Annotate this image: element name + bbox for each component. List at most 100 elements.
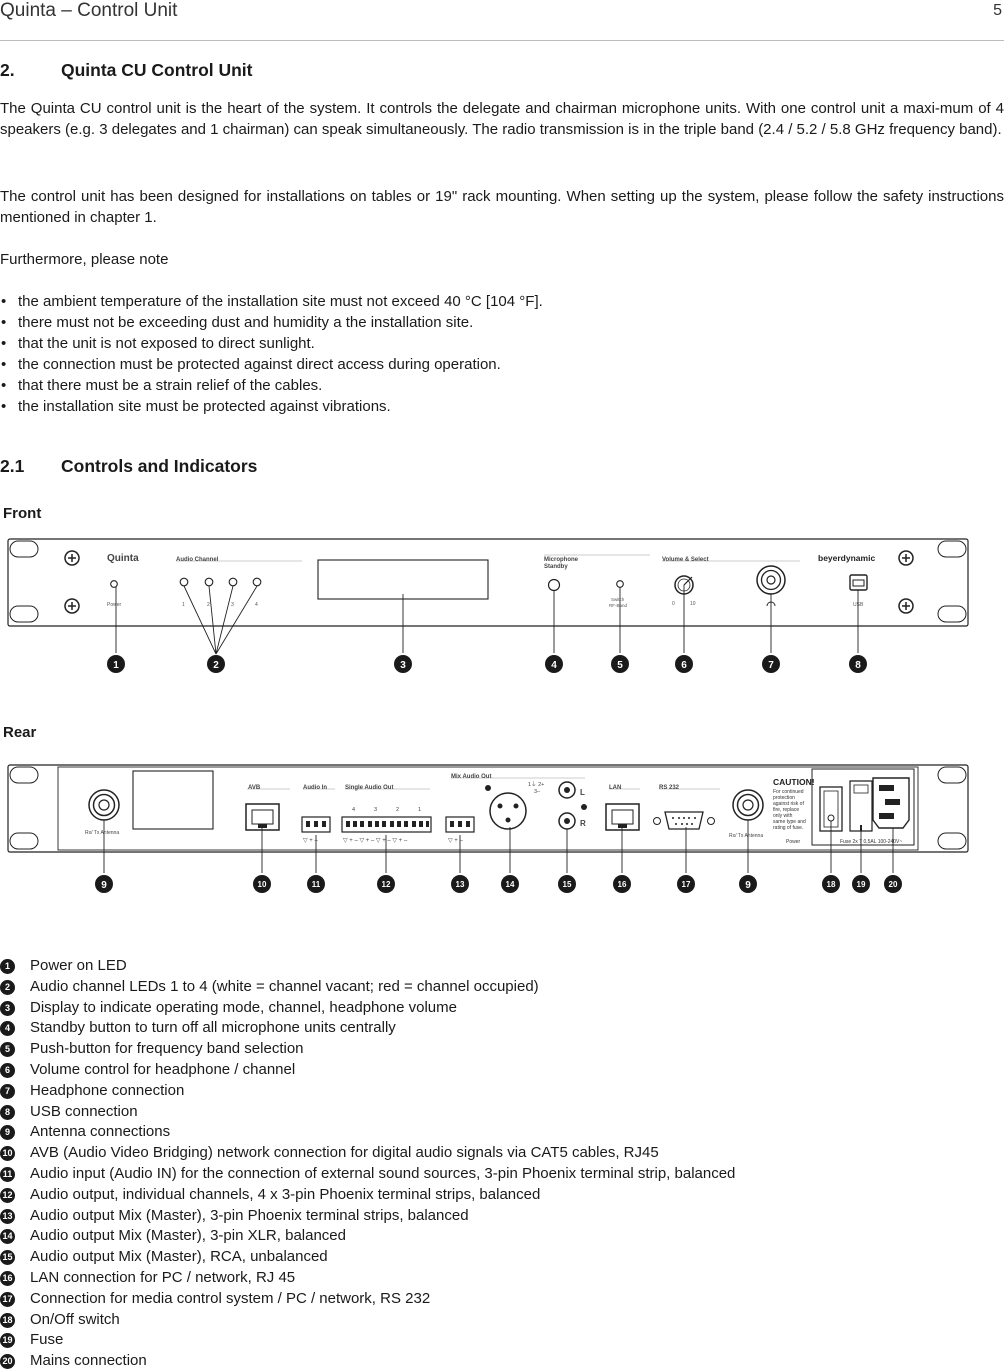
legend-text: On/Off switch <box>30 1310 120 1328</box>
screw-icon <box>898 550 914 566</box>
callout-badge: 5 <box>611 655 629 673</box>
legend-badge: 11 <box>0 1166 15 1182</box>
rear-label: Rear <box>3 724 37 741</box>
headphone-jack[interactable] <box>756 565 786 595</box>
usb-label: USB <box>853 602 864 608</box>
channel-number: 1 <box>182 602 185 608</box>
fuse-holder[interactable] <box>849 780 873 832</box>
svg-text:17: 17 <box>682 880 691 889</box>
callout-badge: 2 <box>207 655 225 673</box>
rca-left[interactable] <box>558 781 576 799</box>
volume-select-label: Volume & Select <box>662 557 709 563</box>
callout-badge: 10 <box>253 875 271 893</box>
legend-badge: 12 <box>0 1187 15 1203</box>
installation-paragraph: The control unit has been designed for i… <box>0 188 1004 226</box>
audio-in-terminal[interactable] <box>301 816 331 833</box>
legend-text: Audio output Mix (Master), RCA, unbalanc… <box>30 1248 328 1266</box>
rca-right[interactable] <box>558 812 576 830</box>
single-audio-out-terminal[interactable] <box>341 816 432 833</box>
mic-standby-label: Standby <box>544 564 568 570</box>
brand-label: Quinta <box>107 553 139 564</box>
caution-heading: CAUTION! <box>773 777 815 787</box>
svg-text:18: 18 <box>827 880 836 889</box>
svg-text:5: 5 <box>617 660 623 671</box>
callout-badge: 6 <box>675 655 693 673</box>
legend-badge: 18 <box>0 1312 15 1328</box>
out-channel-number: 4 <box>352 807 355 813</box>
front-label: Front <box>3 505 42 522</box>
legend-text: Audio output Mix (Master), 3-pin Phoenix… <box>30 1206 469 1224</box>
legend-text: Display to indicate operating mode, chan… <box>30 998 457 1016</box>
legend-item: 3 Display to indicate operating mode, cha… <box>0 998 1004 1019</box>
callout-badge: 12 <box>377 875 395 893</box>
out-channel-number: 1 <box>418 807 421 813</box>
volume-max-label: 10 <box>690 601 696 607</box>
list-item: that the unit is not exposed to direct s… <box>0 333 543 354</box>
svg-text:3: 3 <box>400 660 406 671</box>
single-audio-out-label: Single Audio Out <box>345 785 393 791</box>
mains-socket[interactable] <box>872 777 910 829</box>
xlr-connector[interactable] <box>485 785 527 830</box>
lan-label: LAN <box>609 785 621 791</box>
lan-port[interactable] <box>605 803 640 831</box>
svg-text:20: 20 <box>889 880 898 889</box>
audio-channel-label: Audio Channel <box>176 557 219 563</box>
svg-text:7: 7 <box>768 660 774 671</box>
channel-led <box>228 577 238 587</box>
svg-text:13: 13 <box>456 880 465 889</box>
antenna-connector[interactable] <box>88 789 120 821</box>
antenna-connector[interactable] <box>732 789 764 821</box>
caution-line: against risk of <box>773 801 804 807</box>
legend-text: LAN connection for PC / network, RJ 45 <box>30 1268 296 1286</box>
section-heading-2: 2.Quinta CU Control Unit <box>0 60 253 81</box>
legend-text: Fuse <box>30 1331 64 1349</box>
callout-badge: 4 <box>545 655 563 673</box>
caution-line: same type and <box>773 819 806 825</box>
audio-in-label: Audio In <box>303 785 327 791</box>
legend-badge: 5 <box>0 1042 15 1058</box>
section-title: Quinta CU Control Unit <box>61 60 253 80</box>
legend-badge: 14 <box>0 1229 15 1245</box>
legend-item: 12 Audio output, individual channels, 4 x… <box>0 1185 1004 1206</box>
rca-l-label: L <box>580 788 585 797</box>
usb-port[interactable] <box>849 574 868 591</box>
pin-symbols: ▽ + – ▽ + – ▽ + – ▽ + – <box>343 838 408 844</box>
legend-text: USB connection <box>30 1102 138 1120</box>
legend-text: Audio output, individual channels, 4 x 3… <box>30 1185 541 1203</box>
avb-port[interactable] <box>245 803 280 831</box>
legend-text: Antenna connections <box>30 1123 171 1141</box>
page-number: 5 <box>993 2 1002 19</box>
rs232-port[interactable] <box>653 811 715 830</box>
screw-icon <box>898 598 914 614</box>
xlr-pin-label: 3– <box>534 789 541 795</box>
svg-text:12: 12 <box>382 880 391 889</box>
callout-badge: 9 <box>95 875 113 893</box>
caution-line: protection <box>773 795 795 801</box>
legend-text: Connection for media control system / PC… <box>30 1289 431 1307</box>
legend-badge: 17 <box>0 1291 15 1307</box>
legend-badge: 3 <box>0 1000 15 1016</box>
callout-badge: 16 <box>613 875 631 893</box>
mix-terminal[interactable] <box>445 816 475 833</box>
callout-badge: 20 <box>884 875 902 893</box>
svg-text:2: 2 <box>213 660 219 671</box>
list-item: that there must be a strain relief of th… <box>0 375 543 396</box>
svg-text:15: 15 <box>563 880 572 889</box>
switch-label: Switch <box>611 597 625 602</box>
rear-panel-diagram: Rx/ Tx Antenna AVB Audio In ▽ + – Single… <box>7 764 969 893</box>
legend-text: Audio input (Audio IN) for the connectio… <box>30 1164 736 1182</box>
svg-text:19: 19 <box>857 880 866 889</box>
callout-badge: 17 <box>677 875 695 893</box>
callout-badge: 15 <box>558 875 576 893</box>
list-item: there must not be exceeding dust and hum… <box>0 312 543 333</box>
safety-list: the ambient temperature of the installat… <box>0 291 543 417</box>
page-header: Quinta – Control Unit 5 <box>0 0 1004 41</box>
